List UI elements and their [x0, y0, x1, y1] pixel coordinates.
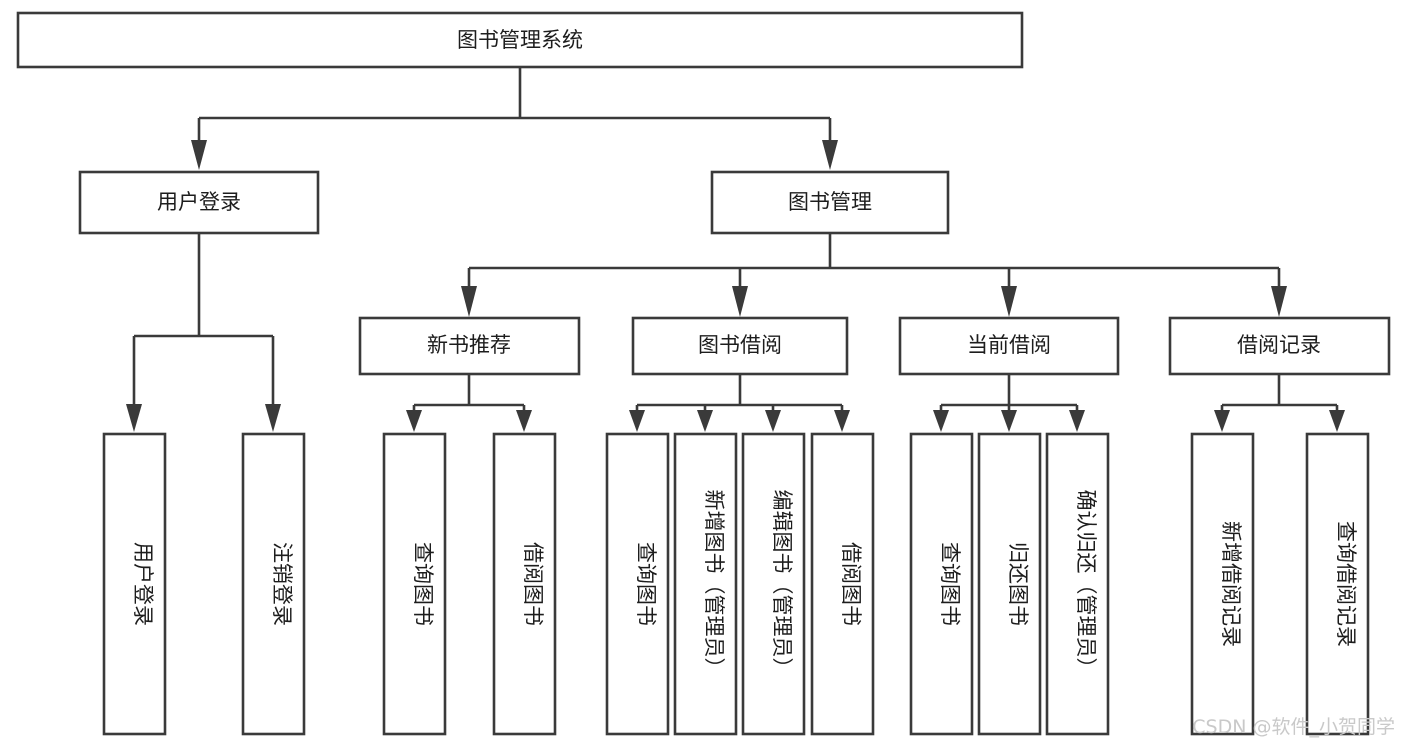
- node-book-borrow-label: 图书借阅: [698, 333, 782, 357]
- leaf-borrow-record-1-label: 新增借阅记录: [1219, 521, 1243, 647]
- arrowhead-book-borrow-leaf-4: [834, 410, 850, 432]
- leaf-borrow-record-2[interactable]: 查询借阅记录: [1305, 432, 1370, 736]
- leaf-borrow-record-2-label: 查询借阅记录: [1334, 521, 1358, 647]
- arrowhead-root-to-user-login: [191, 140, 207, 170]
- node-book-manage-box[interactable]: [710, 170, 950, 235]
- leaf-book-borrow-1-label: 查询图书: [634, 542, 658, 626]
- arrowhead-book-borrow-leaf-1: [629, 410, 645, 432]
- leaf-current-borrow-3-label: 确认归还（管理员）: [1074, 490, 1098, 679]
- leaf-book-borrow-2[interactable]: 新增图书（管理员）: [673, 432, 738, 736]
- arrowhead-root-to-book-manage: [822, 140, 838, 170]
- leaf-user-login-1-label: 用户登录: [131, 542, 155, 626]
- arrowhead-current-borrow-leaf-1: [933, 410, 949, 432]
- leaf-new-book-1[interactable]: 查询图书: [382, 432, 447, 736]
- node-new-book-recommend-label: 新书推荐: [427, 333, 511, 357]
- node-root-label: 图书管理系统: [457, 28, 583, 52]
- leaf-book-borrow-3-label: 编辑图书（管理员）: [770, 490, 794, 679]
- node-book-borrow-box[interactable]: [631, 316, 849, 376]
- leaf-book-borrow-4-label: 借阅图书: [839, 542, 863, 626]
- leaf-borrow-record-2-box[interactable]: [1305, 432, 1370, 736]
- leaf-book-borrow-2-label: 新增图书（管理员）: [702, 490, 726, 679]
- node-user-login-box[interactable]: [78, 170, 320, 235]
- leaf-current-borrow-1-label: 查询图书: [938, 542, 962, 626]
- leaf-book-borrow-3-box[interactable]: [741, 432, 806, 736]
- leaf-book-borrow-1[interactable]: 查询图书: [605, 432, 670, 736]
- leaf-new-book-2[interactable]: 借阅图书: [492, 432, 557, 736]
- connector-layer: [126, 67, 1345, 432]
- leaf-current-borrow-1[interactable]: 查询图书: [909, 432, 974, 736]
- arrowhead-new-book-leaf-1: [406, 410, 422, 432]
- arrowhead-to-borrow-record: [1271, 286, 1287, 317]
- node-new-book-recommend[interactable]: 新书推荐: [358, 316, 581, 376]
- leaf-book-borrow-4[interactable]: 借阅图书: [810, 432, 875, 736]
- leaf-book-borrow-3[interactable]: 编辑图书（管理员）: [741, 432, 806, 736]
- leaf-book-borrow-2-box[interactable]: [673, 432, 738, 736]
- leaf-borrow-record-1-box[interactable]: [1190, 432, 1255, 736]
- node-book-borrow[interactable]: 图书借阅: [631, 316, 849, 376]
- node-user-login-label: 用户登录: [157, 190, 241, 214]
- node-current-borrow-label: 当前借阅: [967, 333, 1051, 357]
- arrowhead-current-borrow-leaf-2: [1001, 410, 1017, 432]
- leaf-user-login-2-label: 注销登录: [270, 542, 294, 626]
- leaf-current-borrow-3-box[interactable]: [1045, 432, 1110, 736]
- leaf-new-book-1-box[interactable]: [382, 432, 447, 736]
- node-current-borrow[interactable]: 当前借阅: [898, 316, 1120, 376]
- arrowhead-user-login-leaf-1: [126, 404, 142, 432]
- leaf-current-borrow-2[interactable]: 归还图书: [977, 432, 1042, 736]
- watermark-label: CSDN @软件_小贺同学: [1192, 716, 1395, 738]
- leaf-book-borrow-1-box[interactable]: [605, 432, 670, 736]
- node-root[interactable]: 图书管理系统: [16, 11, 1024, 69]
- leaf-current-borrow-1-box[interactable]: [909, 432, 974, 736]
- node-book-manage[interactable]: 图书管理: [710, 170, 950, 235]
- arrowhead-to-current-borrow: [1001, 286, 1017, 317]
- node-new-book-recommend-box[interactable]: [358, 316, 581, 376]
- leaf-user-login-2-box[interactable]: [241, 432, 306, 736]
- leaf-new-book-1-label: 查询图书: [411, 542, 435, 626]
- leaf-current-borrow-2-label: 归还图书: [1006, 542, 1030, 626]
- arrowhead-user-login-leaf-2: [265, 404, 281, 432]
- leaf-new-book-2-label: 借阅图书: [521, 542, 545, 626]
- leaf-user-login-2[interactable]: 注销登录: [241, 432, 306, 736]
- node-user-login[interactable]: 用户登录: [78, 170, 320, 235]
- arrowhead-current-borrow-leaf-3: [1069, 410, 1085, 432]
- leaf-book-borrow-4-box[interactable]: [810, 432, 875, 736]
- leaf-user-login-1-box[interactable]: [102, 432, 167, 736]
- node-book-manage-label: 图书管理: [788, 190, 872, 214]
- arrowhead-book-borrow-leaf-3: [765, 410, 781, 432]
- leaf-new-book-2-box[interactable]: [492, 432, 557, 736]
- leaf-current-borrow-3[interactable]: 确认归还（管理员）: [1045, 432, 1110, 736]
- leaf-borrow-record-1[interactable]: 新增借阅记录: [1190, 432, 1255, 736]
- leaf-user-login-1[interactable]: 用户登录: [102, 432, 167, 736]
- arrowhead-book-borrow-leaf-2: [697, 410, 713, 432]
- node-borrow-record-label: 借阅记录: [1237, 333, 1321, 357]
- leaf-current-borrow-2-box[interactable]: [977, 432, 1042, 736]
- arrowhead-to-new-book: [461, 286, 477, 317]
- node-borrow-record[interactable]: 借阅记录: [1168, 316, 1391, 376]
- node-borrow-record-box[interactable]: [1168, 316, 1391, 376]
- arrowhead-to-book-borrow: [732, 286, 748, 317]
- node-root-box[interactable]: [16, 11, 1024, 69]
- arrowhead-new-book-leaf-2: [516, 410, 532, 432]
- node-current-borrow-box[interactable]: [898, 316, 1120, 376]
- arrowhead-borrow-record-leaf-1: [1214, 410, 1230, 432]
- arrowhead-borrow-record-leaf-2: [1329, 410, 1345, 432]
